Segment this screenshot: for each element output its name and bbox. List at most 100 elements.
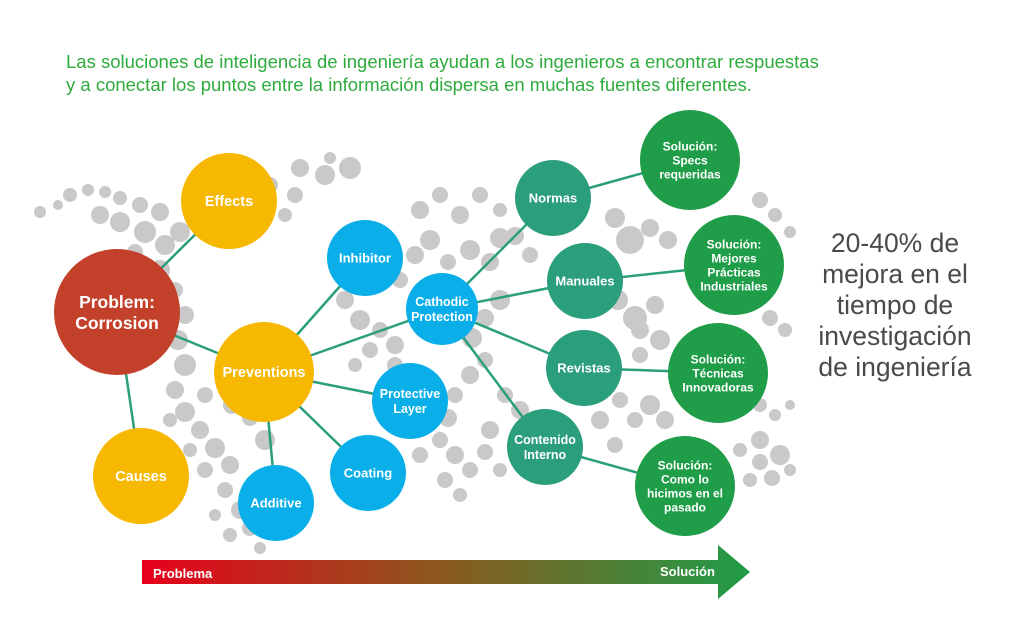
map-dot bbox=[350, 310, 370, 330]
map-dot bbox=[348, 358, 362, 372]
node-label: Industriales bbox=[700, 279, 768, 293]
node-label: hicimos en el bbox=[647, 486, 723, 500]
map-dot bbox=[175, 402, 195, 422]
map-dot bbox=[752, 192, 768, 208]
node-label: Causes bbox=[115, 469, 167, 485]
map-dot bbox=[481, 421, 499, 439]
map-dot bbox=[659, 231, 677, 249]
node-circle bbox=[238, 465, 314, 541]
node-effects: Effects bbox=[181, 153, 277, 249]
stat-line-2: mejora en el bbox=[822, 259, 968, 289]
node-circle bbox=[507, 409, 583, 485]
arrow-end-label: Solución bbox=[660, 564, 715, 579]
map-dot bbox=[176, 306, 194, 324]
node-label: Effects bbox=[205, 194, 253, 210]
node-normas: Normas bbox=[515, 160, 591, 236]
map-dot bbox=[616, 226, 644, 254]
map-dot bbox=[764, 470, 780, 486]
map-dot bbox=[197, 387, 213, 403]
map-dot bbox=[522, 247, 538, 263]
node-circle bbox=[635, 436, 735, 536]
node-label: Manuales bbox=[555, 274, 614, 289]
map-dot bbox=[650, 330, 670, 350]
map-dot bbox=[287, 187, 303, 203]
world-map-dots bbox=[34, 152, 796, 554]
node-label: Normas bbox=[529, 191, 577, 206]
node-label: Técnicas bbox=[692, 366, 744, 380]
map-dot bbox=[205, 438, 225, 458]
map-dot bbox=[315, 165, 335, 185]
node-circle bbox=[214, 322, 314, 422]
arrow-start-label: Problema bbox=[153, 566, 213, 581]
node-label: Layer bbox=[393, 402, 426, 416]
node-circle bbox=[93, 428, 189, 524]
map-dot bbox=[151, 203, 169, 221]
map-dot bbox=[493, 463, 507, 477]
node-label: pasado bbox=[664, 500, 706, 514]
node-circle bbox=[668, 323, 768, 423]
map-dot bbox=[460, 240, 480, 260]
map-dot bbox=[612, 392, 628, 408]
map-dot bbox=[221, 456, 239, 474]
node-label: Solución: bbox=[707, 237, 762, 251]
node-label: Solución: bbox=[658, 458, 713, 472]
node-circle bbox=[547, 243, 623, 319]
node-circle bbox=[684, 215, 784, 315]
map-dot bbox=[733, 443, 747, 457]
gradient-arrow bbox=[142, 545, 750, 599]
map-dot bbox=[278, 208, 292, 222]
improvement-stat: 20-40% de mejora en el tiempo de investi… bbox=[800, 228, 990, 383]
map-dot bbox=[110, 212, 130, 232]
map-dot bbox=[437, 472, 453, 488]
map-dot bbox=[768, 208, 782, 222]
map-dot bbox=[784, 464, 796, 476]
stat-line-3: tiempo de bbox=[836, 290, 954, 320]
map-dot bbox=[406, 246, 424, 264]
node-label: Corrosion bbox=[75, 313, 159, 333]
node-circle bbox=[327, 220, 403, 296]
map-dot bbox=[605, 208, 625, 228]
map-dot bbox=[751, 431, 769, 449]
map-dot bbox=[412, 447, 428, 463]
node-label: Protection bbox=[411, 310, 473, 324]
node-label: Coating bbox=[344, 466, 392, 481]
map-dot bbox=[447, 387, 463, 403]
node-label: Cathodic bbox=[415, 295, 469, 309]
map-dot bbox=[784, 226, 796, 238]
map-dot bbox=[462, 462, 478, 478]
node-label: Prácticas bbox=[707, 265, 761, 279]
map-dot bbox=[99, 186, 111, 198]
map-dot bbox=[217, 482, 233, 498]
stat-line-1: 20-40% de bbox=[830, 228, 960, 258]
node-label: Interno bbox=[524, 448, 567, 462]
node-label: Inhibitor bbox=[339, 251, 391, 266]
node-label: requeridas bbox=[659, 167, 721, 181]
diagram-nodes: Problem:CorrosionEffectsPreventionsCause… bbox=[54, 110, 784, 541]
node-problem: Problem:Corrosion bbox=[54, 249, 180, 375]
map-dot bbox=[132, 197, 148, 213]
map-dot bbox=[291, 159, 309, 177]
node-inhibitor: Inhibitor bbox=[327, 220, 403, 296]
node-label: Contenido bbox=[514, 433, 576, 447]
node-causes: Causes bbox=[93, 428, 189, 524]
node-label: Solución: bbox=[691, 352, 746, 366]
map-dot bbox=[336, 291, 354, 309]
node-label: Revistas bbox=[557, 361, 610, 376]
node-label: Solución: bbox=[663, 139, 718, 153]
map-dot bbox=[627, 412, 643, 428]
map-dot bbox=[762, 310, 778, 326]
node-circle bbox=[54, 249, 180, 375]
map-dot bbox=[490, 228, 510, 248]
node-circle bbox=[640, 110, 740, 210]
map-dot bbox=[631, 321, 649, 339]
map-dot bbox=[632, 347, 648, 363]
map-dot bbox=[451, 206, 469, 224]
map-dot bbox=[472, 187, 488, 203]
node-circle bbox=[330, 435, 406, 511]
map-dot bbox=[785, 400, 795, 410]
node-coating: Coating bbox=[330, 435, 406, 511]
